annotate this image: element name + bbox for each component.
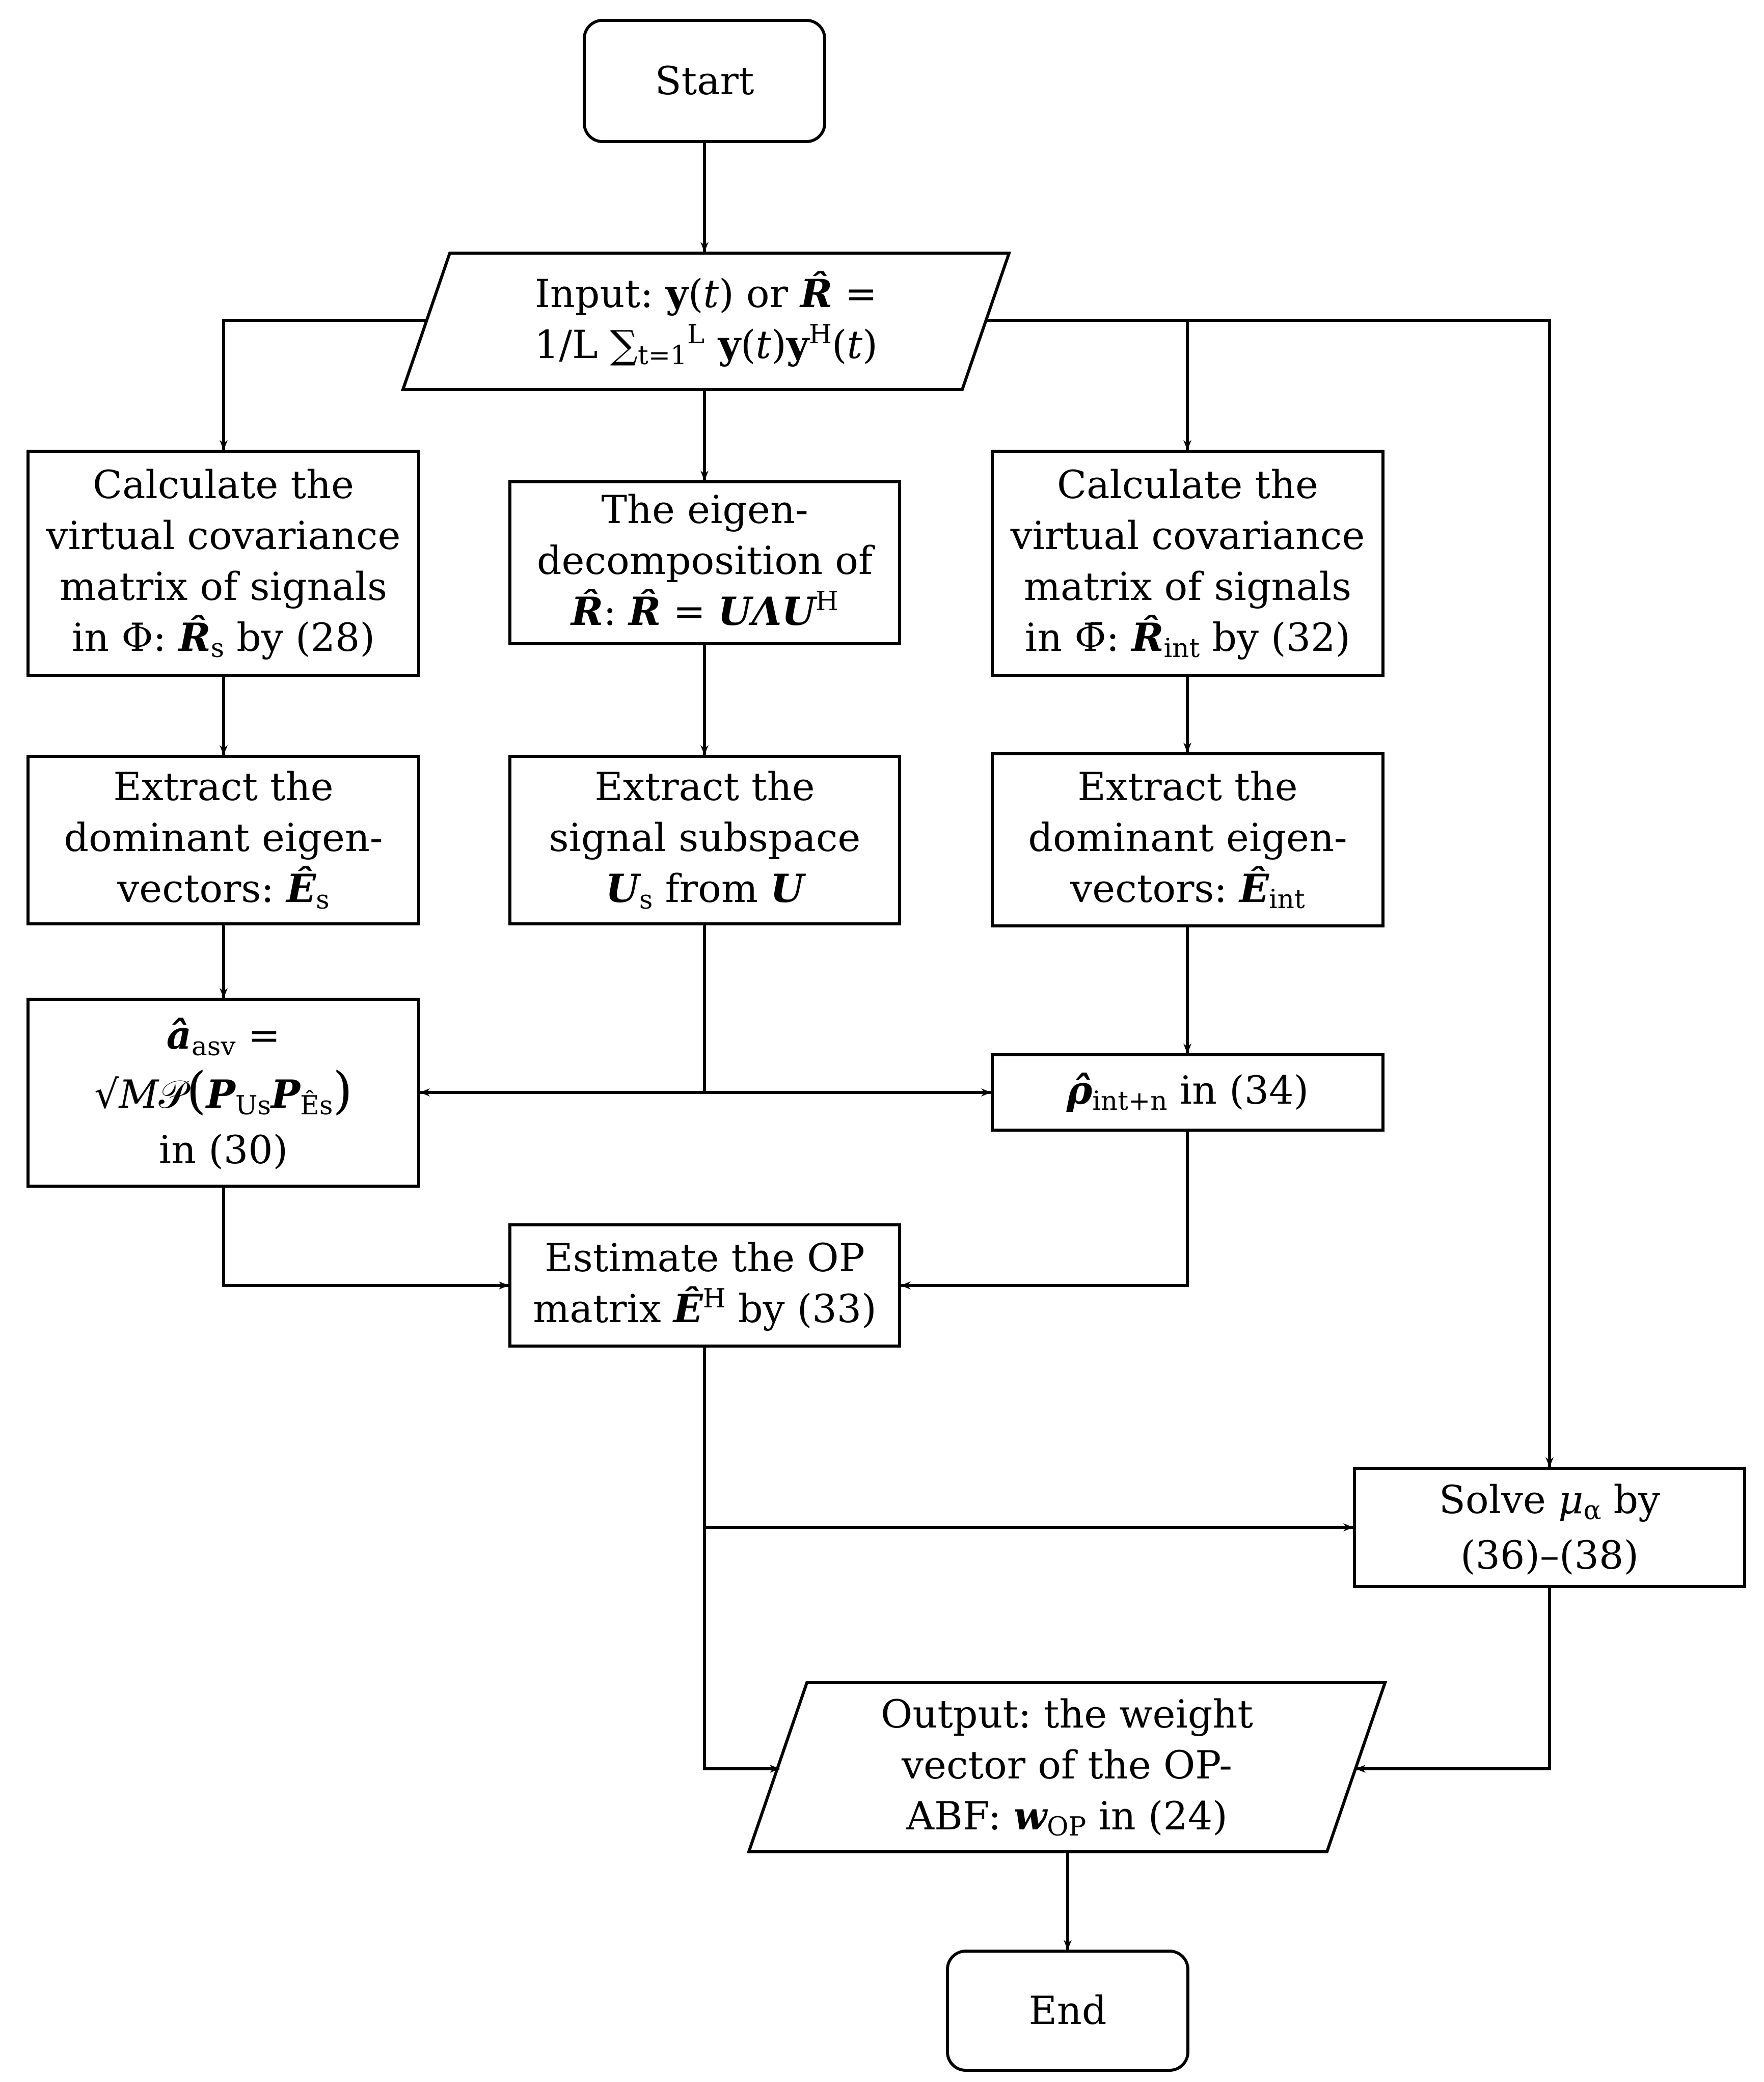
input-line: 1/L ∑t=1L y(t)yH(t) (534, 319, 878, 371)
cov-s-line: in Φ: R̂s by (28) (71, 614, 375, 664)
cov-int-line: in Φ̄: R̂int by (32) (1024, 614, 1351, 664)
ext-int-line: vectors: Êint (1070, 865, 1305, 915)
arrow-input-cov-s (220, 319, 427, 450)
cov-s-line: matrix of signals (59, 563, 388, 609)
ext-int-label: Extract the dominant eigen-vectors: Êint (992, 754, 1383, 926)
output-line: vector of the OP- (902, 1742, 1232, 1788)
cov-int-line: Calculate the (1056, 461, 1319, 507)
cov-s-line: virtual covariance (46, 512, 401, 558)
eig-line: decomposition of (536, 537, 873, 583)
cov-int-line: virtual covariance (1010, 512, 1365, 558)
cov-int-label: Calculate the virtual covariance matrix of… (992, 451, 1383, 675)
asv-line: √M𝒫(PUsPÊs) (94, 1061, 352, 1121)
output-line: Output: the weight (881, 1691, 1253, 1737)
rho-line: ρ̂int+n in (34) (1066, 1067, 1309, 1117)
start-label: Start (584, 20, 825, 142)
op-line: matrix ÊH by (33) (533, 1283, 877, 1331)
cov-int-line: matrix of signals (1023, 563, 1352, 609)
start-line: Start (655, 58, 754, 103)
end-line: End (1028, 1988, 1107, 2033)
arrow-op-output (703, 1346, 780, 1773)
ext-s-label: Extract the dominant eigen-vectors: Ês (28, 756, 419, 924)
ext-int-line: dominant eigen- (1028, 814, 1347, 860)
output-label: Output: the weight vector of the OP- ABF: … (807, 1683, 1327, 1852)
ext-s-line: vectors: Ês (117, 866, 330, 915)
eig-line: The eigen- (601, 486, 808, 532)
ext-s-line: dominant eigen- (64, 815, 383, 860)
eig-line: R̂: R̂ = UΛUH (571, 586, 838, 634)
arrow-mu-output (1355, 1586, 1551, 1773)
ext-int-line: Extract the (1077, 763, 1298, 809)
asv-line: âasv = (166, 1012, 281, 1062)
ext-sub-line: Extract the (594, 764, 815, 809)
asv-label: âasv =√M𝒫(PUsPÊs) in (30) (28, 999, 419, 1186)
end-terminal (946, 1950, 1189, 2072)
ext-sub-label: Extract the signal subspace Us from U (510, 756, 900, 924)
ext-s-line: Extract the (113, 764, 334, 809)
asv-line: in (30) (158, 1127, 288, 1172)
cov-s-line: Calculate the (92, 461, 355, 507)
output-parallelogram (746, 1681, 1388, 1853)
ext-sub-line: Us from U (605, 866, 804, 915)
rho-label: ρ̂int+n in (34) (992, 1055, 1383, 1130)
mu-label: Solve μα by (36)–(38) (1354, 1468, 1745, 1586)
cov-s-label: Calculate the virtual covariance matrix of… (28, 451, 419, 675)
mu-line: Solve μα by (1439, 1476, 1661, 1526)
ext-sub-line: signal subspace (549, 815, 861, 860)
arrow-rho-op (901, 1130, 1189, 1290)
op-line: Estimate the OP (545, 1235, 865, 1280)
input-label: Input: y(t) or R̂ =1/L ∑t=1L y(t)yH(t) (450, 253, 962, 390)
input-parallelogram (400, 252, 1012, 391)
end-label: End (947, 1951, 1188, 2070)
arrow-asv-op (222, 1186, 509, 1290)
arrow-input-mu (1187, 319, 1554, 1467)
mu-line: (36)–(38) (1460, 1532, 1639, 1578)
output-line: ABF: wOP in (24) (906, 1793, 1228, 1843)
arrow-input-cov-int (986, 319, 1191, 450)
input-line: Input: y(t) or R̂ = (534, 270, 878, 316)
